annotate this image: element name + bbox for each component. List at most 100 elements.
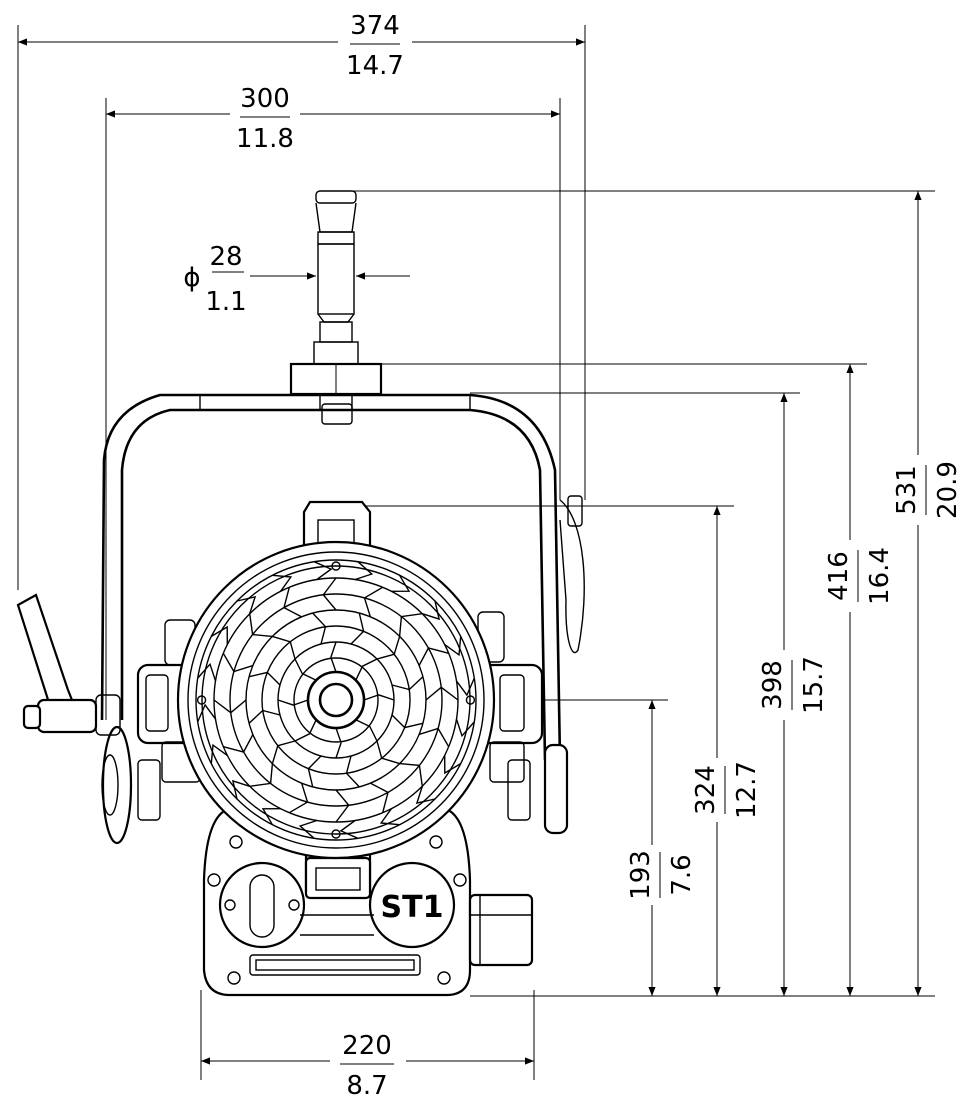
lens-cell-edge — [399, 762, 423, 787]
lens-cell-edge — [345, 755, 360, 788]
lens-cell-edge — [370, 782, 389, 813]
lens-cell-edge — [354, 561, 374, 581]
lens-cell-edge — [277, 699, 309, 706]
spigot-diameter-mm: 28 — [209, 242, 242, 272]
lens-cell-edge — [363, 586, 384, 618]
power-connector — [468, 893, 534, 967]
lens-cell-edge — [415, 786, 436, 805]
lens-cell-edge — [249, 613, 273, 638]
lens-cell-edge — [288, 782, 309, 814]
lens-center-height-mm: 193 — [626, 850, 656, 900]
dim-yoke-width: 300 11.8 — [105, 84, 561, 720]
lens-cell-edge — [261, 808, 281, 826]
lens-cell-edge — [355, 719, 378, 742]
lens-cell-edge — [330, 641, 337, 673]
overall-width-mm: 374 — [350, 11, 400, 41]
lens-cell-edge — [249, 763, 274, 787]
lens-cell-edge — [391, 676, 424, 691]
spigot-base-height-mm: 416 — [824, 551, 854, 601]
overall-height-mm: 531 — [892, 465, 922, 515]
dim-head-top-height: 324 12.7 — [352, 505, 762, 996]
lens-cell-edge — [312, 612, 327, 645]
lens-cell-edge — [271, 740, 296, 764]
fresnel-lens — [176, 540, 496, 860]
power-switch — [218, 861, 306, 949]
yoke-width-mm: 300 — [240, 84, 290, 114]
lens-cell-edge — [418, 647, 449, 666]
lens-cell-edge — [391, 574, 411, 592]
lens-cell-edge — [213, 699, 247, 714]
lens-cell-edge — [418, 727, 450, 748]
head-top-height-mm: 324 — [691, 765, 721, 815]
lens-cell-edge — [236, 595, 257, 614]
lens-cell-edge — [425, 686, 459, 701]
lens-cell-edge — [379, 808, 400, 826]
lens-cell-edge — [339, 819, 359, 839]
lens-ring — [293, 657, 379, 743]
lens-cell-edge — [335, 727, 342, 759]
lens-cell-edge — [313, 561, 333, 581]
yoke-width-in: 11.8 — [236, 124, 294, 154]
yoke-top-height-mm: 398 — [758, 660, 788, 710]
bottom-latch — [304, 856, 372, 900]
lens-cell-edge — [197, 662, 217, 682]
lens-cell-edge — [272, 574, 293, 592]
lens-cell-edge — [231, 779, 250, 800]
lens-cell-edge — [210, 625, 228, 645]
dim-spigot-base-height: 416 16.4 — [355, 363, 895, 996]
lens-cell-edge — [355, 658, 378, 681]
tilt-lever — [16, 593, 133, 845]
lens-cell-edge — [294, 658, 317, 681]
lens-cell-edge — [391, 714, 424, 729]
lens-cell-edge — [307, 755, 322, 788]
dim-spigot-diameter: ϕ 28 1.1 — [183, 242, 410, 317]
yoke — [100, 393, 585, 835]
lens-cell-edge — [298, 819, 318, 839]
dim-lens-center-height: 193 7.6 — [535, 699, 697, 996]
lens-cell-edge — [272, 635, 296, 660]
lens-cell-edge — [376, 740, 400, 765]
model-badge — [368, 861, 456, 949]
base-width-in: 8.7 — [346, 1071, 387, 1101]
lens-cell-edge — [248, 671, 281, 686]
lens-ring — [229, 593, 443, 807]
lens-cell-edge — [210, 743, 228, 764]
overall-width-in: 14.7 — [346, 51, 404, 81]
yoke-top-height-in: 15.7 — [799, 656, 829, 714]
lens-screw — [331, 829, 341, 839]
lens-cell-edge — [222, 652, 254, 673]
lens-screw — [465, 695, 476, 705]
overall-height-in: 20.9 — [933, 461, 963, 519]
lens-cell-edge — [444, 755, 462, 775]
lens-cell-edge — [444, 636, 462, 657]
lens-ring — [201, 565, 471, 835]
lens-cell-edge — [350, 612, 365, 645]
lens-center-height-in: 7.6 — [667, 854, 697, 895]
dim-base-width: 220 8.7 — [200, 990, 535, 1101]
lens-ring — [261, 625, 411, 775]
lens-cell-edge — [335, 789, 350, 823]
lens-cell-edge — [223, 734, 254, 753]
head-top-height-in: 12.7 — [732, 761, 762, 819]
model-badge-text: ST1 — [381, 890, 444, 925]
lens-cell-edge — [197, 703, 217, 723]
lens-cell-edge — [248, 709, 281, 724]
base-width-mm: 220 — [342, 1031, 392, 1061]
lens-screw — [196, 695, 207, 705]
spigot — [289, 190, 383, 425]
lens-cell-edge — [398, 613, 423, 637]
lens-cell-edge — [363, 694, 395, 701]
lens-cell-edge — [294, 719, 317, 742]
spigot-base-height-in: 16.4 — [865, 547, 895, 605]
lens-cell-edge — [283, 587, 302, 618]
lens-cell-edge — [376, 636, 401, 660]
lens-cell-edge — [455, 718, 475, 738]
lens-screw — [331, 561, 341, 571]
dim-overall-width: 374 14.7 — [17, 11, 586, 590]
lens-cell-edge — [322, 577, 337, 611]
spigot-diameter-in: 1.1 — [205, 287, 246, 317]
dim-yoke-top-height: 398 15.7 — [470, 392, 829, 996]
lens-cell-edge — [455, 677, 475, 697]
lens-ring — [318, 682, 354, 718]
